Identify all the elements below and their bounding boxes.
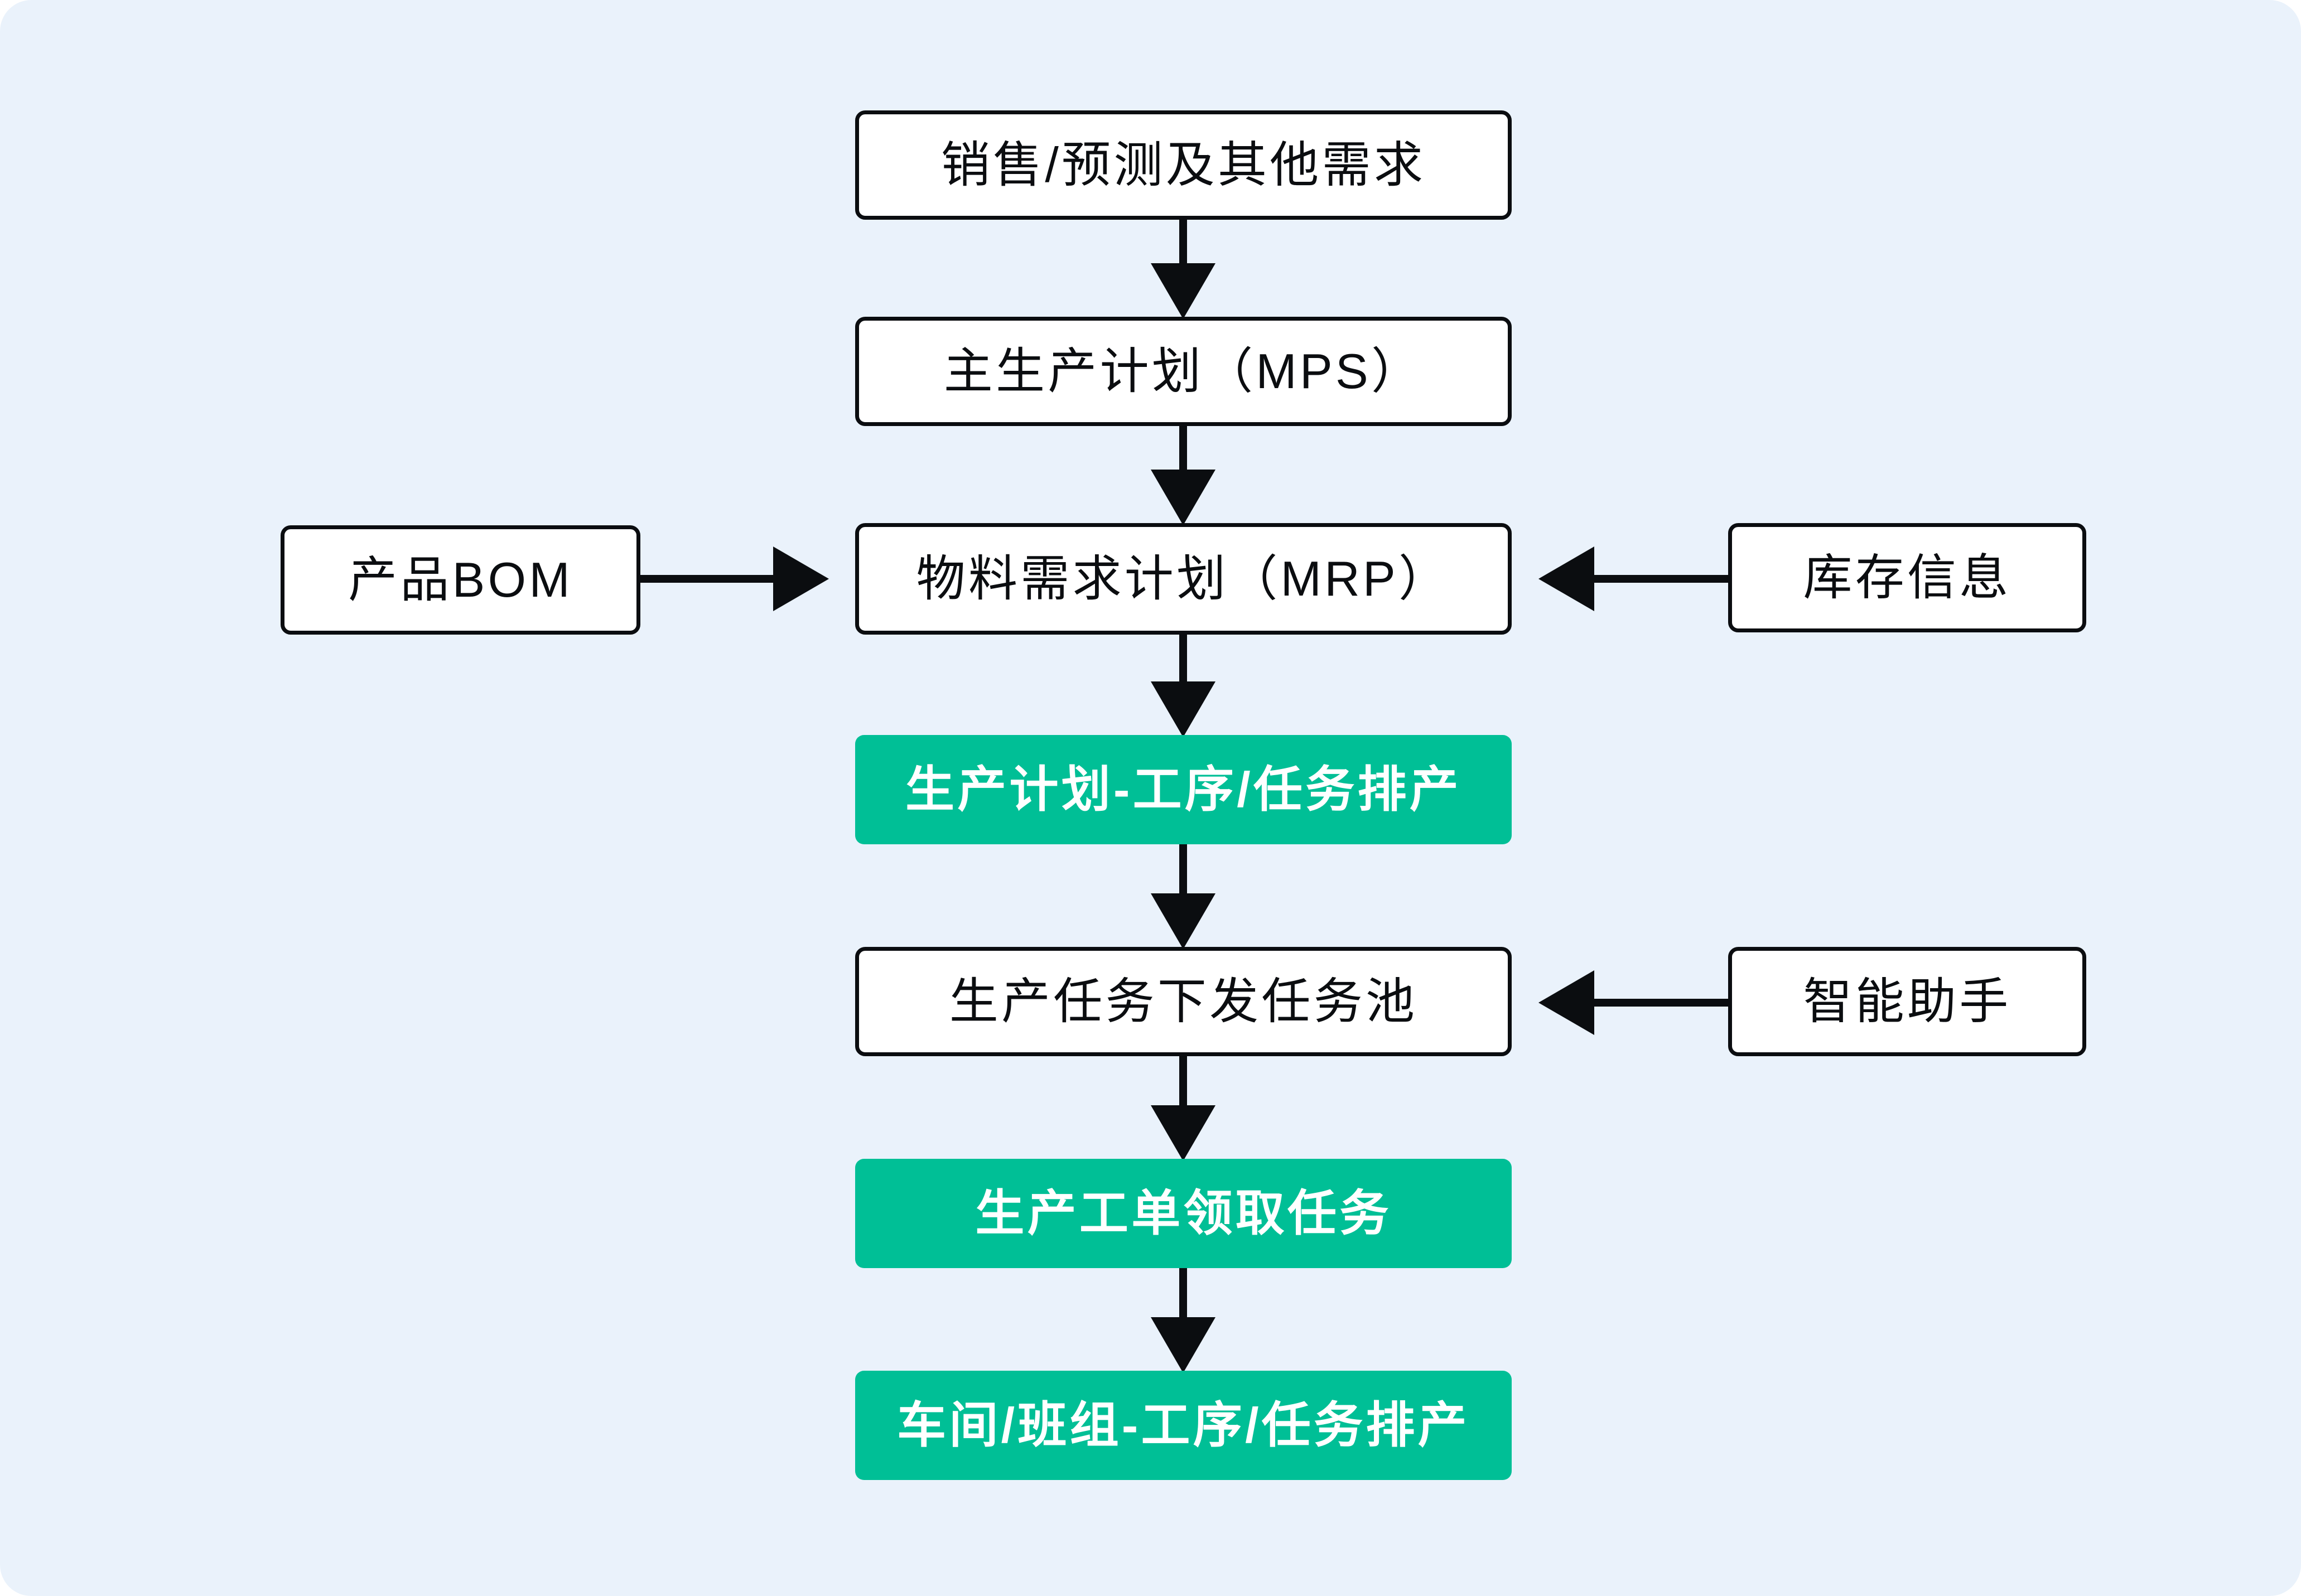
edge-demand-to-mps bbox=[1151, 220, 1215, 319]
node-task-pool-dispatch[interactable]: 生产任务下发任务池 bbox=[855, 947, 1512, 1056]
node-workshop-team-scheduling[interactable]: 车间/班组-工序/任务排产 bbox=[855, 1371, 1512, 1480]
edge-prod-plan-to-task-pool bbox=[1151, 844, 1215, 949]
node-work-order-claim-task[interactable]: 生产工单领取任务 bbox=[855, 1159, 1512, 1268]
edge-task-pool-to-work-order bbox=[1151, 1056, 1215, 1161]
node-production-plan-scheduling[interactable]: 生产计划-工序/任务排产 bbox=[855, 735, 1512, 844]
edge-assistant-to-task-pool bbox=[1538, 970, 1728, 1035]
node-inventory-information[interactable]: 库存信息 bbox=[1728, 523, 2086, 632]
node-master-production-schedule[interactable]: 主生产计划（MPS） bbox=[855, 317, 1512, 426]
node-material-requirements-planning[interactable]: 物料需求计划（MRP） bbox=[855, 523, 1512, 635]
edge-mrp-to-prod-plan bbox=[1151, 635, 1215, 737]
edge-mps-to-mrp bbox=[1151, 426, 1215, 525]
node-demand[interactable]: 销售/预测及其他需求 bbox=[855, 110, 1512, 220]
node-product-bom[interactable]: 产品BOM bbox=[281, 525, 640, 635]
edge-work-order-to-workshop bbox=[1151, 1268, 1215, 1373]
node-smart-assistant[interactable]: 智能助手 bbox=[1728, 947, 2086, 1056]
edge-inventory-to-mrp bbox=[1538, 546, 1728, 611]
edge-bom-to-mrp bbox=[640, 546, 829, 611]
